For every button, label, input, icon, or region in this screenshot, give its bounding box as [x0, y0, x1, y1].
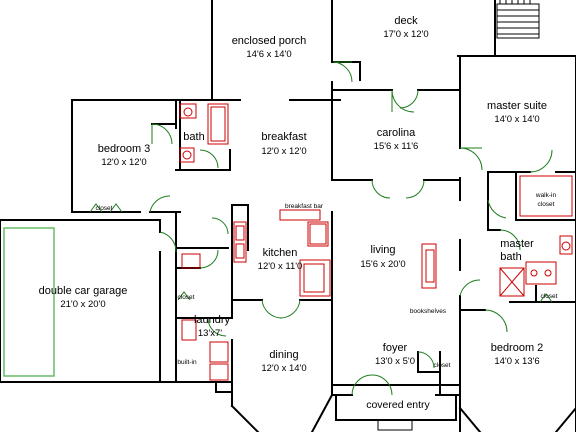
size-foyer: 13'0 x 5'0 [375, 356, 415, 367]
label-kitchen: kitchen [263, 247, 298, 259]
size-kitchen: 12'0 x 11'0 [258, 261, 303, 272]
label-closet-laundry: closet [178, 294, 195, 301]
label-closet-master-bath: closet [541, 293, 558, 300]
label-breakfast: breakfast [261, 131, 306, 143]
label-deck: deck [394, 15, 418, 27]
fixtures [179, 103, 573, 381]
size-double-car-garage: 21'0 x 20'0 [60, 299, 105, 310]
size-laundry: 13'x7' [198, 328, 222, 339]
label-built-in: built-in [177, 359, 197, 366]
label-living: living [370, 244, 395, 256]
size-carolina: 15'6 x 11'6 [374, 141, 419, 152]
entry-step [377, 419, 413, 431]
room-labels: enclosed porch 14'6 x 14'0 deck 17'0 x 1… [39, 15, 547, 411]
label-closet-foyer: closet [434, 362, 451, 369]
label-bath: bath [183, 131, 204, 143]
label-bookshelves: bookshelves [410, 308, 447, 315]
label-walk-in-1: walk-in [535, 192, 557, 199]
label-laundry: laundry [194, 314, 231, 326]
doors [89, 61, 553, 396]
deck-stairs [496, 0, 540, 39]
size-bedroom-3: 12'0 x 12'0 [101, 157, 146, 168]
label-dining: dining [269, 349, 298, 361]
label-closet-bedroom3: closet [96, 205, 113, 212]
size-living: 15'6 x 20'0 [360, 259, 405, 270]
label-master-suite: master suite [487, 100, 547, 112]
label-master-bath-1: master [500, 238, 534, 250]
label-enclosed-porch: enclosed porch [232, 35, 307, 47]
label-carolina: carolina [377, 127, 416, 139]
small-labels: closet closet closet closet walk-in clos… [96, 192, 558, 369]
label-bedroom-3: bedroom 3 [98, 143, 151, 155]
label-covered-entry: covered entry [366, 399, 430, 411]
label-bedroom-2: bedroom 2 [491, 342, 544, 354]
size-deck: 17'0 x 12'0 [383, 29, 428, 40]
size-enclosed-porch: 14'6 x 14'0 [246, 49, 291, 60]
label-breakfast-bar: breakfast bar [285, 203, 324, 210]
label-double-car-garage: double car garage [39, 285, 128, 297]
label-walk-in-2: closet [538, 201, 555, 208]
size-bedroom-2: 14'0 x 13'6 [494, 356, 539, 367]
size-breakfast: 12'0 x 12'0 [261, 146, 306, 157]
size-dining: 12'0 x 14'0 [261, 363, 306, 374]
garage-door-outline [3, 227, 55, 377]
size-master-suite: 14'0 x 14'0 [494, 114, 539, 125]
label-foyer: foyer [383, 342, 408, 354]
label-master-bath-2: bath [500, 251, 521, 263]
